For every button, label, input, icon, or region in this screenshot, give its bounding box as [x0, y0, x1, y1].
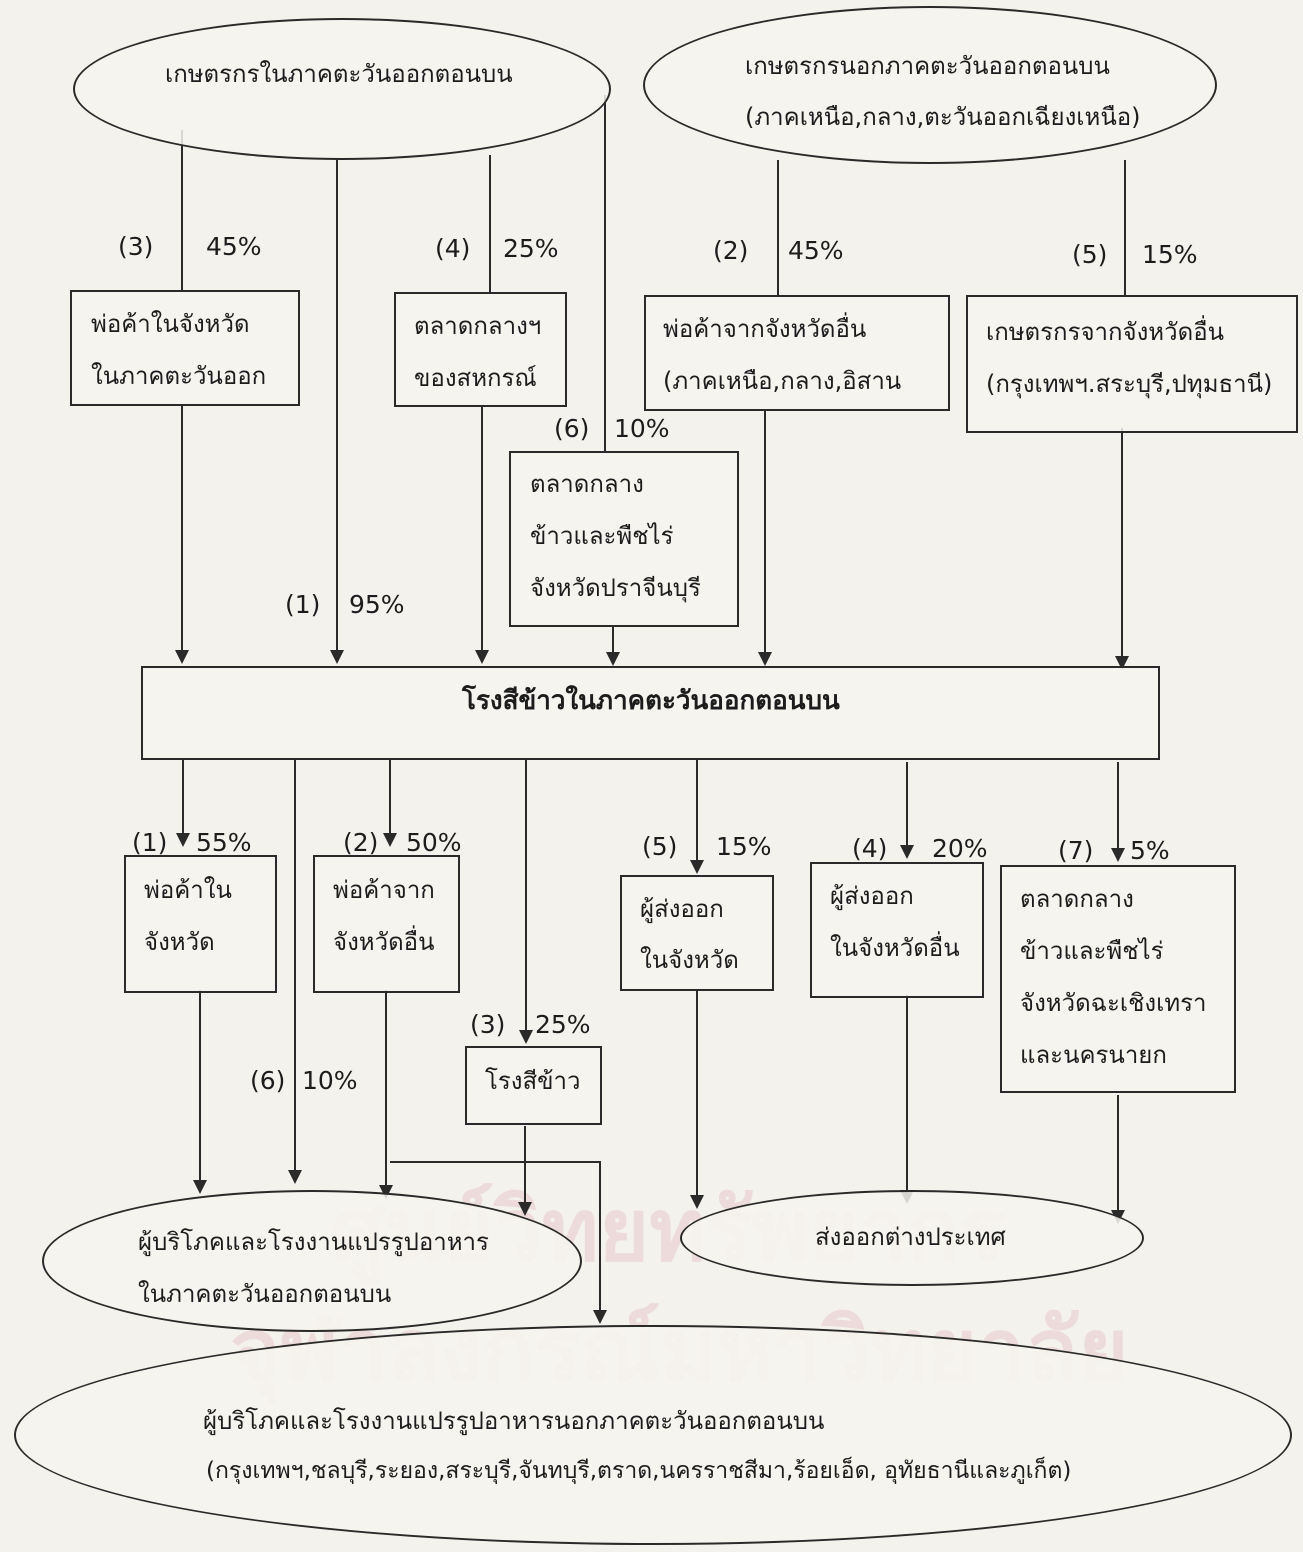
chachoengsao-market-box [1000, 865, 1236, 1093]
prachinburi-market-label-2: ข้าวและพืชไร่ [530, 522, 674, 550]
flow-2-pct: 45% [788, 236, 844, 265]
out-7-pct: 5% [1130, 836, 1170, 865]
out-3-pct: 25% [535, 1010, 591, 1039]
flow-1-pct: 95% [349, 590, 405, 619]
traders-province-east-label-2: ในภาคตะวันออก [91, 362, 267, 390]
farmers-other-province-label-2: (กรุงเทพฯ.สระบุรี,ปทุมธานี) [986, 370, 1273, 398]
flow-5-num: (5) [1072, 240, 1108, 269]
prachinburi-market-box [509, 451, 739, 627]
farmers-outside-oval [643, 6, 1217, 164]
consumers-east-oval [42, 1190, 582, 1332]
chachoengsao-market-label-2: ข้าวและพืชไร่ [1020, 937, 1164, 965]
consumers-east-label-1: ผู้บริโภคและโรงงานแปรรูปอาหาร [138, 1228, 489, 1256]
exporters-in-province-box [620, 875, 774, 991]
rice-mill-label: โรงสีข้าว [485, 1067, 581, 1095]
exporters-in-province-label-2: ในจังหวัด [640, 946, 739, 974]
traders-from-other-label-2: จังหวัดอื่น [333, 928, 435, 956]
traders-other-province-box [644, 295, 950, 411]
traders-other-province-label-1: พ่อค้าจากจังหวัดอื่น [663, 315, 867, 343]
out-1-num: (1) [132, 828, 168, 857]
traders-in-province-label-2: จังหวัด [144, 928, 215, 956]
coop-market-box [394, 292, 567, 407]
traders-from-other-label-1: พ่อค้าจาก [333, 876, 435, 904]
consumers-east-label-2: ในภาคตะวันออกตอนบน [138, 1280, 392, 1308]
consumers-outside-label-2: (กรุงเทพฯ,ชลบุรี,ระยอง,สระบุรี,จันทบุรี,… [206, 1458, 1072, 1484]
traders-in-province-label-1: พ่อค้าใน [144, 876, 232, 904]
out-2-num: (2) [343, 828, 379, 857]
flow-3-num: (3) [118, 232, 154, 261]
out-5-pct: 15% [716, 832, 772, 861]
farmers-east-oval [73, 18, 611, 160]
out-6-num: (6) [250, 1066, 286, 1095]
rice-mill-box [465, 1046, 602, 1125]
coop-market-label-1: ตลาดกลางฯ [414, 312, 542, 340]
flow-6-num: (6) [554, 414, 590, 443]
traders-other-province-label-2: (ภาคเหนือ,กลาง,อิสาน [663, 367, 902, 395]
flow-6-pct: 10% [614, 414, 670, 443]
out-2-pct: 50% [406, 828, 462, 857]
exporters-other-province-label-1: ผู้ส่งออก [830, 882, 914, 910]
farmers-other-province-box [966, 295, 1298, 433]
flow-3-pct: 45% [206, 232, 262, 261]
farmers-other-province-label-1: เกษตรกรจากจังหวัดอื่น [986, 318, 1225, 346]
rice-mills-east-label: โรงสีข้าวในภาคตะวันออกตอนบน [462, 686, 840, 716]
traders-in-province-box [124, 855, 277, 993]
exporters-other-province-label-2: ในจังหวัดอื่น [830, 934, 960, 962]
prachinburi-market-label-3: จังหวัดปราจีนบุรี [530, 574, 701, 602]
flow-5-pct: 15% [1142, 240, 1198, 269]
farmers-outside-label-1: เกษตรกรนอกภาคตะวันออกตอนบน [745, 52, 1110, 80]
chachoengsao-market-label-3: จังหวัดฉะเชิงเทรา [1020, 989, 1207, 1017]
out-7-num: (7) [1058, 836, 1094, 865]
out-6-pct: 10% [302, 1066, 358, 1095]
flow-2-num: (2) [713, 236, 749, 265]
exporters-in-province-label-1: ผู้ส่งออก [640, 895, 724, 923]
farmers-outside-label-2: (ภาคเหนือ,กลาง,ตะวันออกเฉียงเหนือ) [745, 103, 1141, 131]
consumers-outside-label-1: ผู้บริโภคและโรงงานแปรรูปอาหารนอกภาคตะวัน… [203, 1407, 825, 1435]
out-1-pct: 55% [196, 828, 252, 857]
rice-mills-east-box [141, 666, 1160, 760]
traders-province-east-box [70, 290, 300, 406]
prachinburi-market-label-1: ตลาดกลาง [530, 470, 644, 498]
consumers-outside-oval [14, 1325, 1292, 1545]
traders-from-other-box [313, 855, 460, 993]
export-label: ส่งออกต่างประเทศ [815, 1223, 1006, 1251]
out-4-num: (4) [852, 834, 888, 863]
traders-province-east-label-1: พ่อค้าในจังหวัด [91, 310, 250, 338]
chachoengsao-market-label-1: ตลาดกลาง [1020, 885, 1134, 913]
out-5-num: (5) [642, 832, 678, 861]
export-oval [680, 1190, 1144, 1286]
out-3-num: (3) [470, 1010, 506, 1039]
farmers-east-label: เกษตรกรในภาคตะวันออกตอนบน [165, 60, 513, 88]
out-4-pct: 20% [932, 834, 988, 863]
coop-market-label-2: ของสหกรณ์ [414, 364, 537, 392]
flow-1-num: (1) [285, 590, 321, 619]
flow-4-pct: 25% [503, 234, 559, 263]
exporters-other-province-box [810, 862, 984, 998]
flow-4-num: (4) [435, 234, 471, 263]
chachoengsao-market-label-4: และนครนายก [1020, 1041, 1167, 1069]
